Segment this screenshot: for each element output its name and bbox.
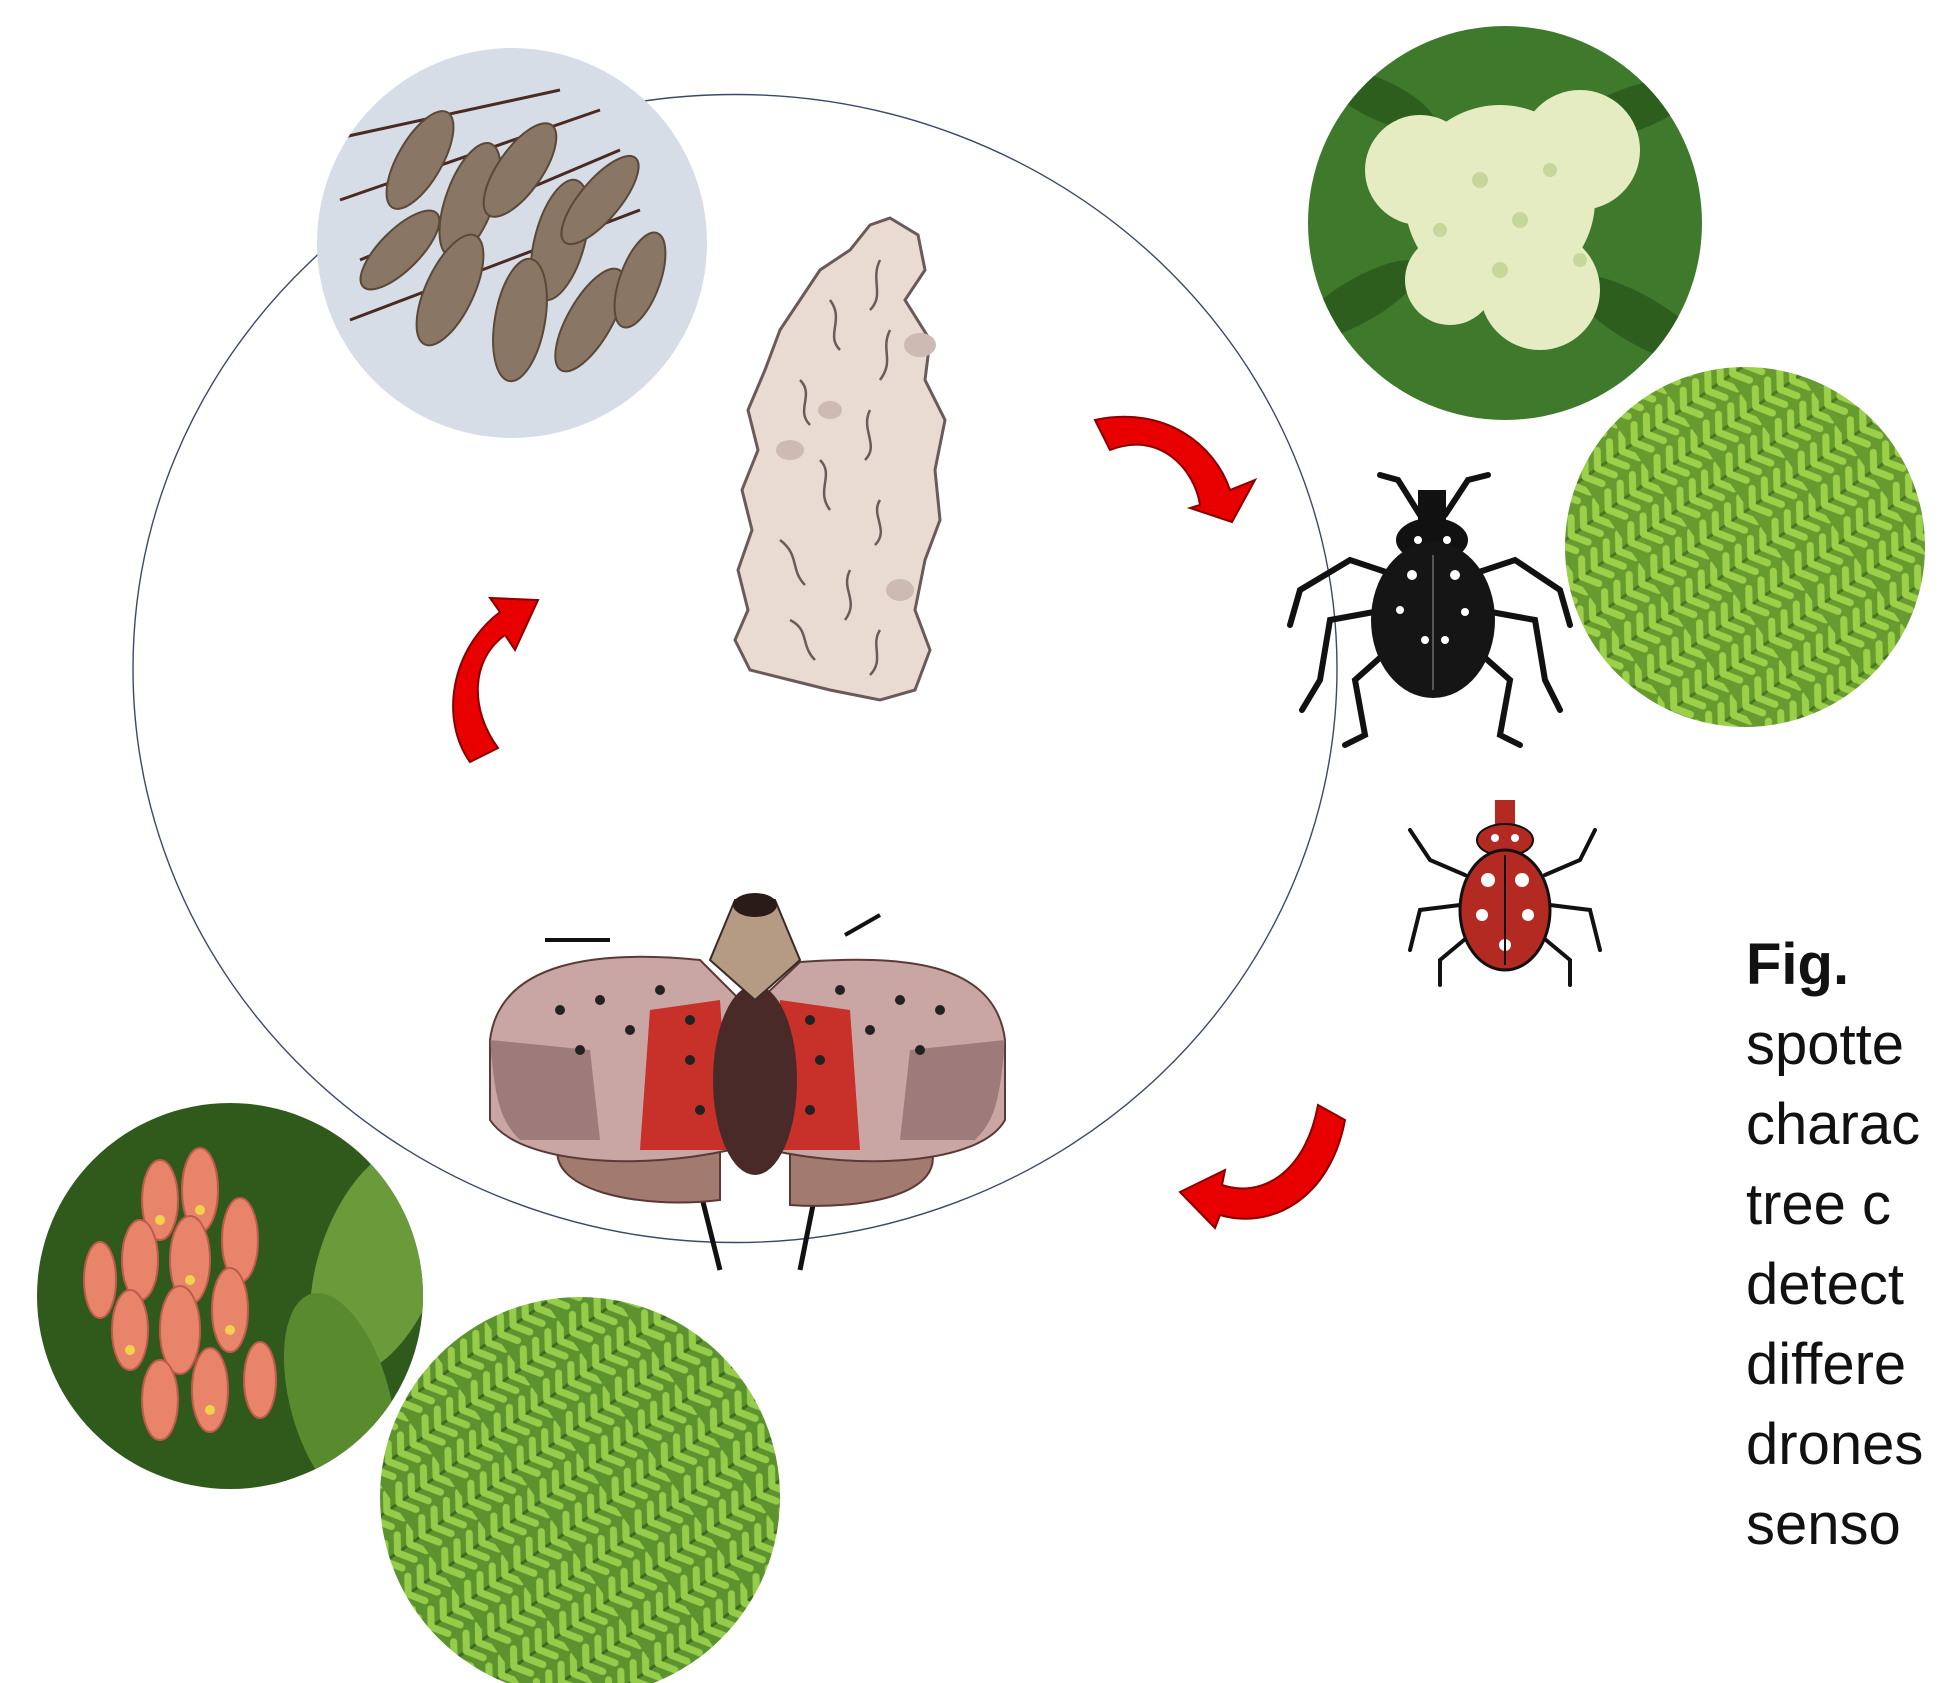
caption-line: tree c	[1746, 1165, 1947, 1245]
caption-line: drones	[1746, 1405, 1947, 1485]
figure-label: Fig.	[1746, 925, 1947, 1005]
adult-lanternfly-illustration	[490, 893, 1005, 1270]
black-nymph-illustration	[1290, 475, 1570, 745]
arrow-adult-to-egg	[453, 598, 538, 762]
arrow-egg-to-nymph	[1095, 417, 1255, 522]
fern-like-leaves-photo	[370, 1290, 790, 1683]
caption-line: detect	[1746, 1245, 1947, 1325]
caption-line: spotte	[1746, 1005, 1947, 1085]
tree-of-heaven-flowers-photo	[1288, 20, 1721, 430]
egg-mass-illustration	[735, 218, 945, 700]
caption-line: senso	[1746, 1485, 1947, 1565]
tree-of-heaven-leaves-photo	[1560, 360, 1947, 740]
arrow-nymph-to-adult	[1180, 1105, 1345, 1228]
caption-line: charac	[1746, 1085, 1947, 1165]
seed-pods-photo	[300, 40, 730, 450]
caption-line: differe	[1746, 1325, 1947, 1405]
red-nymph-illustration	[1410, 800, 1600, 985]
figure-caption: Fig. spotte charac tree c detect differe…	[1746, 925, 1947, 1565]
